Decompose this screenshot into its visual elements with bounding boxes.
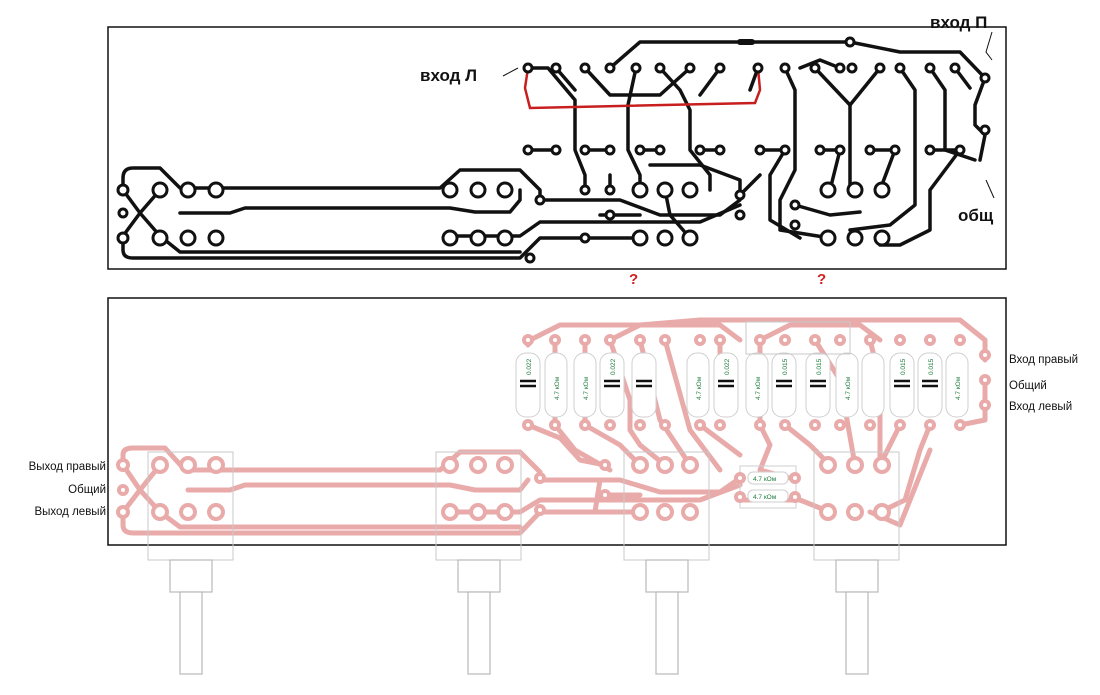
component-row: 0.022 0.022 0.022 0.015 0.015 0.015 0.01… (515, 352, 969, 418)
resistor-body (686, 352, 710, 418)
capacitor-value: 0.022 (526, 358, 533, 375)
resistor-body (573, 352, 597, 418)
capacitor-value: 0.022 (724, 358, 731, 375)
capacitor-symbols (520, 379, 938, 388)
top-traces (121, 39, 987, 260)
jumper-wire (523, 67, 762, 110)
common-label: общ (958, 206, 994, 225)
common-label-right: Общий (1009, 380, 1047, 392)
input-right-pointer (985, 31, 993, 61)
potentiometer-shaft (835, 559, 879, 675)
capacitor-value: 0.015 (782, 358, 789, 375)
bottom-board: 0.022 0.022 0.022 0.015 0.015 0.015 0.01… (29, 297, 1078, 561)
common-pointer (985, 179, 995, 199)
resistor-value: 4.7 кОм (583, 376, 590, 400)
resistor-value: 4.7 кОм (955, 376, 962, 400)
resistor-body (747, 489, 789, 503)
output-left-label: Выход левый (34, 506, 106, 518)
input-right-label: Вход правый (1009, 354, 1078, 366)
input-left-pointer (502, 67, 519, 77)
resistor-outline (739, 465, 797, 509)
question-mark-left: ? (629, 271, 638, 288)
input-right-label: вход П (930, 13, 987, 32)
resistor-value: 4.7 кОм (554, 376, 561, 400)
resistor-value: 4.7 кОм (696, 376, 703, 400)
resistor-value: 4.7 кОм (753, 494, 777, 501)
resistor-body (745, 352, 769, 418)
capacitor-value: 0.015 (816, 358, 823, 375)
question-mark-right: ? (817, 271, 826, 288)
bottom-pads (116, 334, 991, 521)
resistor-body (835, 352, 859, 418)
input-left-label: вход Л (420, 66, 477, 85)
input-left-label: Вход левый (1009, 401, 1072, 413)
capacitor-value: 0.015 (900, 358, 907, 375)
potentiometer-shaft (457, 559, 501, 675)
potentiometer-shafts (169, 559, 879, 675)
potentiometer-shaft (645, 559, 689, 675)
center-resistors: 4.7 кОм 4.7 кОм (739, 465, 797, 509)
resistor-body (945, 352, 969, 418)
capacitor-value: 0.022 (610, 358, 617, 375)
resistor-body (544, 352, 568, 418)
common-label-left: Общий (68, 484, 106, 496)
resistor-body (747, 471, 789, 485)
output-right-label: Выход правый (29, 461, 106, 473)
top-board: вход Л вход П общ ? ? (107, 13, 1007, 288)
resistor-value: 4.7 кОм (753, 476, 777, 483)
resistor-body (861, 352, 885, 418)
capacitor-value: 0.015 (928, 358, 935, 375)
potentiometer-shaft (169, 559, 213, 675)
resistor-value: 4.7 кОм (755, 376, 762, 400)
top-pads (116, 36, 991, 264)
resistor-value: 4.7 кОм (845, 376, 852, 400)
